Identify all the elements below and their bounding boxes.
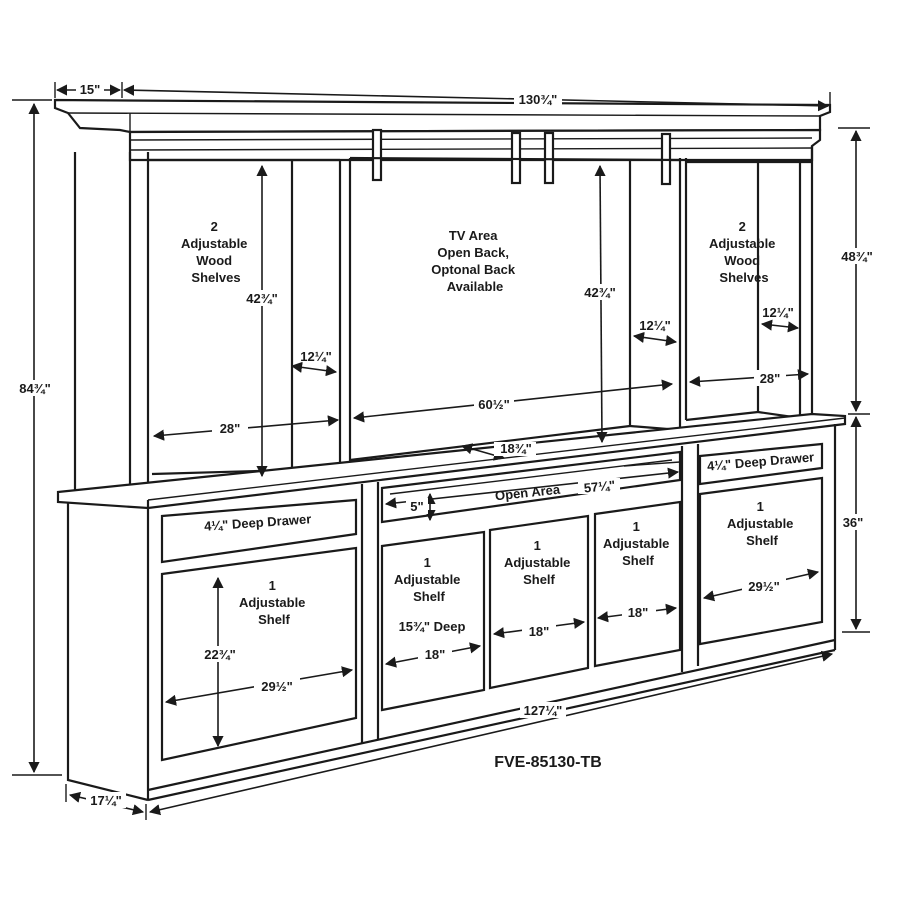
door-a-deep: 15¾" Deep bbox=[399, 619, 466, 634]
right-hutch-label: 2 Adjustable Wood Shelves bbox=[709, 219, 779, 285]
right-hutch-width: 28" bbox=[760, 371, 781, 386]
tv-area-base-depth: 18¾" bbox=[500, 441, 531, 456]
left-door-height: 22¾" bbox=[204, 647, 235, 662]
door-a-width: 18" bbox=[425, 647, 446, 662]
dim-base-depth: 17¼" bbox=[90, 793, 121, 808]
dim-base-width: 127¼" bbox=[524, 703, 563, 718]
left-door-width: 29½" bbox=[261, 679, 292, 694]
dim-top-width: 130¾" bbox=[519, 92, 558, 107]
dim-top-depth: 15" bbox=[80, 82, 101, 97]
open-area-width: 57¼" bbox=[583, 477, 616, 495]
open-area-label: Open Area bbox=[494, 482, 561, 504]
left-drawer-label: 4¼" Deep Drawer bbox=[204, 511, 312, 533]
left-hutch-width: 28" bbox=[220, 421, 241, 436]
tv-area-label: TV Area Open Back, Optonal Back Availabl… bbox=[431, 228, 518, 294]
tv-area-height: 42¾" bbox=[584, 285, 615, 300]
right-hutch-depth: 12¼" bbox=[762, 305, 793, 320]
open-area-height: 5" bbox=[410, 499, 423, 514]
hutch bbox=[73, 146, 814, 498]
right-door bbox=[698, 476, 824, 646]
left-drawer bbox=[160, 498, 358, 564]
door-c-label: 1 Adjustable Shelf bbox=[603, 519, 673, 568]
model-number: FVE-85130-TB bbox=[494, 754, 602, 771]
tv-area-depth: 12¼" bbox=[639, 318, 670, 333]
left-hutch-label: 2 Adjustable Wood Shelves bbox=[181, 219, 251, 285]
left-door bbox=[160, 546, 358, 762]
crown-molding bbox=[53, 98, 832, 162]
door-c-width: 18" bbox=[628, 605, 649, 620]
right-door-width: 29½" bbox=[748, 579, 779, 594]
door-a-label: 1 Adjustable Shelf bbox=[394, 555, 464, 604]
dim-hutch-height: 48¾" bbox=[841, 249, 872, 264]
left-hutch-height: 42¾" bbox=[246, 291, 277, 306]
tv-area-width: 60½" bbox=[478, 397, 509, 412]
right-drawer bbox=[698, 442, 824, 486]
dim-base-height: 36" bbox=[843, 515, 864, 530]
dim-total-height: 84¾" bbox=[19, 381, 50, 396]
right-door-label: 1 Adjustable Shelf bbox=[727, 499, 797, 548]
label-masks bbox=[18, 82, 876, 808]
door-b-width: 18" bbox=[529, 624, 550, 639]
left-hutch-depth: 12¼" bbox=[300, 349, 331, 364]
left-door-label: 1 Adjustable Shelf bbox=[239, 578, 309, 627]
door-b-label: 1 Adjustable Shelf bbox=[504, 538, 574, 587]
